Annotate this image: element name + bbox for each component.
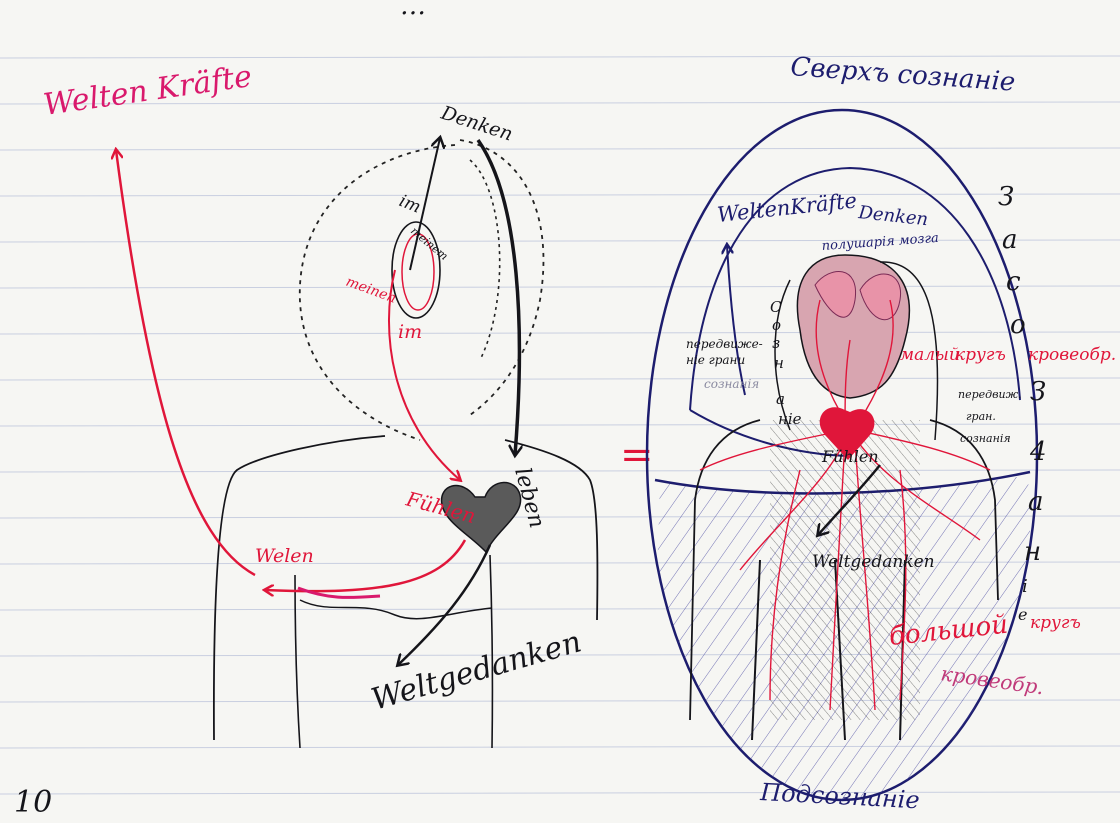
label-hemispheres: полушарiя мозга [821, 231, 939, 254]
label-denken: Denken [438, 102, 516, 146]
label-weltgedanken: Weltgedanken [368, 624, 586, 717]
label-denken-right: Denken [856, 202, 929, 230]
equals-sign: = [620, 432, 654, 478]
svg-text:н: н [774, 354, 784, 372]
svg-text:i: i [1022, 576, 1028, 597]
vertical-soznanie: С о з н а нiе [770, 298, 802, 428]
svg-text:н: н [1024, 537, 1041, 567]
top-scribble: … [400, 0, 426, 21]
label-small-circle-1: малый [900, 345, 960, 365]
svg-text:з: з [772, 334, 780, 352]
svg-text:с: с [1006, 267, 1021, 297]
left-figure: Welten Kräfte Denken im meinem meinen im… [41, 59, 597, 748]
label-weltgedanken-right: Weltgedanken [812, 552, 935, 572]
arrow-to-welten-kraefte [116, 150, 255, 575]
svg-text:а: а [776, 390, 785, 408]
label-right-note-1: передвиж. [958, 388, 1022, 401]
label-right-note-3: сознанiя [960, 432, 1011, 445]
label-blood-circ-1: кровеобр. [1028, 345, 1116, 365]
label-right-note-2: гран. [966, 410, 996, 423]
svg-text:С: С [770, 298, 782, 316]
label-welten-kraefte: Welten Kräfte [41, 59, 254, 123]
label-fuehlen-right: Fühlen [821, 447, 879, 466]
label-meinen: meinen [344, 274, 399, 307]
svg-text:З: З [998, 182, 1014, 212]
label-left-note-3: сознанiя [704, 377, 759, 391]
label-left-note-1: передвиже- [686, 337, 763, 351]
svg-text:о: о [1010, 310, 1026, 340]
svg-text:а: а [1028, 487, 1044, 517]
label-big-circle-2: кругъ [1030, 613, 1081, 633]
svg-text:З: З [1030, 377, 1046, 407]
label-top-superconscious: Сверхъ сознанiе [790, 52, 1017, 98]
label-left-note-2: нiе грани [686, 353, 745, 367]
svg-text:е: е [1018, 605, 1027, 624]
label-welen: Welen [255, 545, 314, 567]
label-small-circle-2: кругъ [955, 345, 1006, 365]
svg-text:4: 4 [1029, 437, 1047, 467]
arrow-denken-to-leben [478, 140, 519, 455]
label-im-red: im [398, 321, 422, 343]
page-number: 10 [14, 785, 52, 820]
svg-text:о: о [772, 316, 781, 334]
svg-text:а: а [1002, 225, 1018, 255]
arrow-up-weltenkraefte [727, 245, 745, 395]
svg-text:нiе: нiе [778, 410, 802, 428]
arrow-meinen-to-fuehlen [389, 270, 460, 480]
